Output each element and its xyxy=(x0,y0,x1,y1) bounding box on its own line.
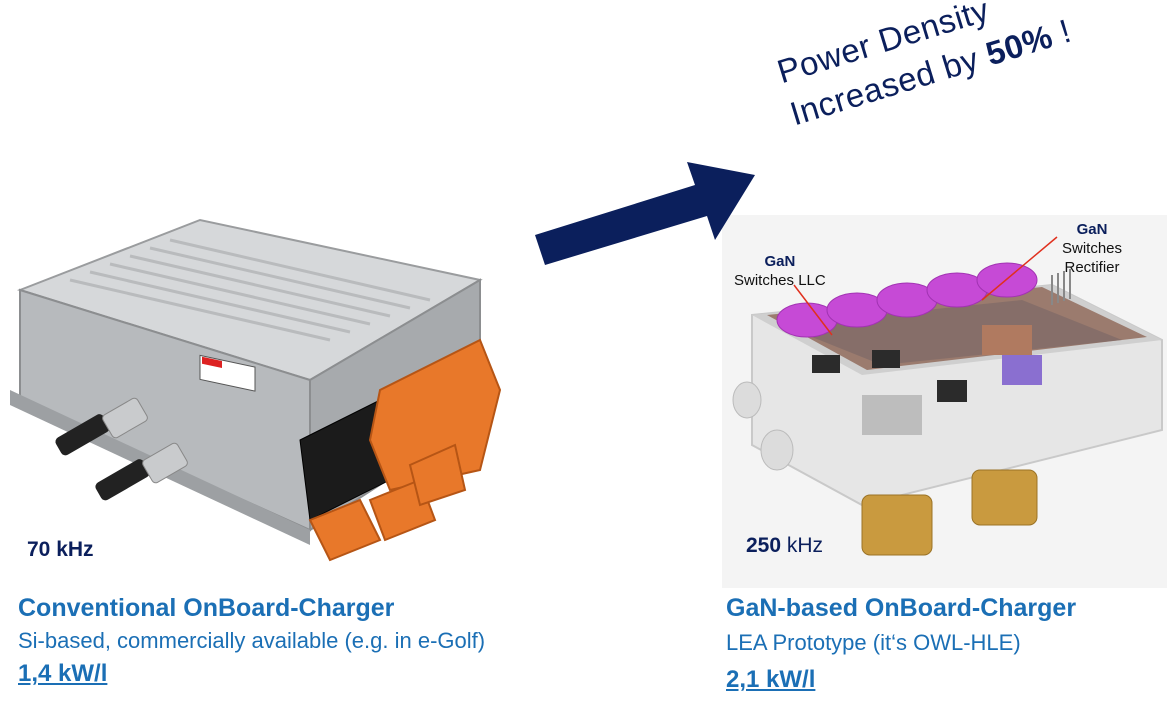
right-frequency-value: 250 xyxy=(746,534,782,557)
right-frequency-unit: kHz xyxy=(781,534,824,557)
callout-rect-title: GaN xyxy=(1076,221,1108,238)
right-caption-title: GaN-based OnBoard-Charger xyxy=(726,594,1077,622)
improvement-arrow xyxy=(535,162,755,265)
callout-rect-label2: Rectifier xyxy=(1064,259,1120,276)
conventional-charger-image xyxy=(10,218,502,562)
power-density-headline: Power Density Increased by 50% ! xyxy=(772,0,1077,136)
right-power-density: 2,1 kW/l xyxy=(726,666,816,693)
callout-gan-rectifier: GaN Switches Rectifier xyxy=(1062,220,1122,277)
callout-llc-label: Switches LLC xyxy=(734,272,826,289)
right-caption-subtitle: LEA Prototype (it‘s OWL-HLE) xyxy=(726,630,1021,655)
left-frequency: 70 kHz xyxy=(27,538,94,561)
gan-charger-image xyxy=(722,215,1167,588)
callout-llc-title: GaN xyxy=(764,253,796,270)
left-power-density: 1,4 kW/l xyxy=(18,660,108,687)
callout-rect-label1: Switches xyxy=(1062,240,1123,257)
left-caption-title: Conventional OnBoard-Charger xyxy=(18,594,395,622)
right-frequency: 250 kHz xyxy=(746,534,823,558)
callout-gan-llc: GaN Switches LLC xyxy=(734,252,826,290)
left-caption-subtitle: Si-based, commercially available (e.g. i… xyxy=(18,628,486,653)
